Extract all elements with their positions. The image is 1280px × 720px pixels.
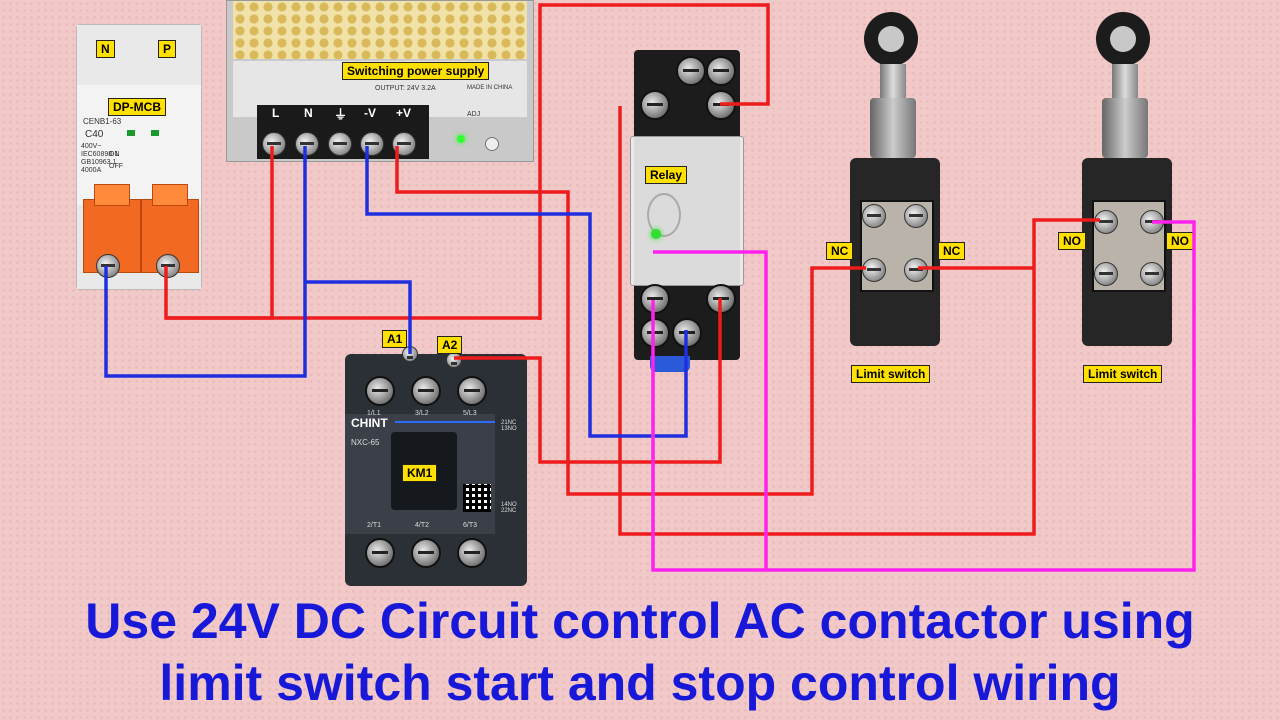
contactor-top-mark-3: 5/L3 [463, 410, 477, 417]
psu-terminal-gnd [328, 132, 352, 156]
limit-switch-1-contact-right: NC [938, 242, 966, 260]
limit-switch-2 [1082, 8, 1172, 360]
contactor-terminal-l1 [365, 376, 395, 406]
psu-terminal-minus-v [360, 132, 384, 156]
limit-switch-2-contact-right: NO [1166, 232, 1194, 250]
relay-body [630, 136, 744, 286]
mcb-label: DP-MCB [108, 98, 166, 116]
limit-switch-1-terminal-br [904, 258, 928, 282]
relay-terminal-top-3 [640, 90, 670, 120]
relay-terminal-bottom-2 [706, 284, 736, 314]
relay-terminal-top-2 [706, 56, 736, 86]
limit-switch-1-body [850, 158, 940, 346]
psu-label: Switching power supply [342, 62, 490, 80]
dp-mcb: CENB1-63 C40 400V~ IEC60898-1 GB10963.1 … [76, 24, 202, 290]
psu-adj-knob[interactable] [485, 137, 499, 151]
mcb-off-label: OFF [109, 163, 123, 170]
limit-switch-1-terminal-bl [862, 258, 886, 282]
contactor-coil-terminal-a2 [446, 352, 462, 368]
mcb-pole-p: P [158, 40, 177, 58]
limit-switch-1-label: Limit switch [851, 365, 931, 383]
psu-adj-label: ADJ [467, 111, 481, 118]
psu-mesh [233, 1, 527, 59]
contactor-bottom-mark-2: 4/T2 [415, 522, 430, 529]
mcb-terminal-right-bottom [156, 254, 180, 278]
psu-terminal-plus-v [392, 132, 416, 156]
mcb-indicator-left [127, 130, 135, 136]
mcb-pole-n: N [96, 40, 115, 58]
mcb-spec-0: 400V~ [81, 143, 102, 150]
psu-made-in: MADE IN CHINA [467, 85, 513, 91]
relay-terminal-bottom-4 [672, 318, 702, 348]
limit-switch-1 [850, 8, 940, 360]
contactor-terminal-t2 [411, 538, 441, 568]
contactor-top-mark-1: 1/L1 [367, 410, 381, 417]
limit-switch-1-terminal-tl [862, 204, 886, 228]
limit-switch-2-head [1102, 98, 1148, 158]
limit-switch-2-terminal-bl [1094, 262, 1118, 286]
contactor-terminal-t1 [365, 538, 395, 568]
contactor-bottom-mark-3: 6/T3 [463, 522, 478, 529]
limit-switch-1-contact-left: NC [826, 242, 854, 260]
contactor-top-mark-2: 3/L2 [415, 410, 429, 417]
footer-title-line-2: limit switch start and stop control wiri… [159, 655, 1121, 711]
footer-title-line-1: Use 24V DC Circuit control AC contactor … [85, 593, 1195, 649]
mcb-terminal-left-bottom [96, 254, 120, 278]
psu-output-text: OUTPUT: 24V 3.2A [375, 85, 436, 92]
limit-switch-2-terminal-tr [1140, 210, 1164, 234]
mcb-spec-1: IEC60898-1 [81, 151, 119, 158]
psu-terminal-label-gnd: ⏚ [334, 107, 348, 122]
limit-switch-2-roller[interactable] [1096, 12, 1150, 66]
contactor-qr-code [463, 484, 491, 512]
psu-terminal-n [295, 132, 319, 156]
contactor-terminal-l2 [411, 376, 441, 406]
contactor-aux-bottom: 14NO 22NC [501, 502, 517, 514]
contactor-terminal-t3 [457, 538, 487, 568]
contactor-a2-label: A2 [437, 336, 463, 354]
limit-switch-2-label: Limit switch [1083, 365, 1163, 383]
relay-release-tab[interactable] [650, 356, 690, 372]
psu-terminal-l [262, 132, 286, 156]
mcb-rating: C40 [85, 129, 104, 140]
relay-terminal-bottom-1 [640, 284, 670, 314]
contactor-terminal-l3 [457, 376, 487, 406]
mcb-model: CENB1-63 [83, 117, 122, 126]
contactor-coil-terminal-a1 [402, 346, 418, 362]
limit-switch-1-roller[interactable] [864, 12, 918, 66]
mcb-spec-2: GB10963.1 [81, 159, 117, 166]
limit-switch-2-contact-left: NO [1058, 232, 1086, 250]
psu-terminal-label-n: N [304, 106, 313, 120]
contactor-bottom-mark-1: 2/T1 [367, 522, 382, 529]
relay-label: Relay [645, 166, 688, 184]
psu-terminal-label-l: L [272, 106, 280, 120]
contactor-brand: CHINT [351, 416, 388, 430]
relay-terminal-top-1 [676, 56, 706, 86]
contactor-label: KM1 [402, 464, 438, 482]
mcb-on-label: ON [109, 151, 120, 158]
relay-terminal-bottom-3 [640, 318, 670, 348]
limit-switch-2-terminal-tl [1094, 210, 1118, 234]
psu-terminal-label-minus-v: -V [364, 106, 376, 120]
relay-terminal-top-4 [706, 90, 736, 120]
psu-terminal-label-plus-v: +V [396, 106, 412, 120]
relay-led [651, 229, 661, 239]
limit-switch-2-body [1082, 158, 1172, 346]
contactor-stripe [395, 421, 495, 423]
mcb-indicator-right [151, 130, 159, 136]
contactor-aux-top: 21NC 13NO [501, 420, 517, 432]
limit-switch-2-terminal-br [1140, 262, 1164, 286]
limit-switch-1-head [870, 98, 916, 158]
contactor-a1-label: A1 [382, 330, 408, 348]
limit-switch-1-terminal-tr [904, 204, 928, 228]
mcb-spec-3: 4000A [81, 167, 102, 174]
psu-led [457, 135, 465, 143]
contactor-model: NXC-65 [351, 438, 380, 447]
